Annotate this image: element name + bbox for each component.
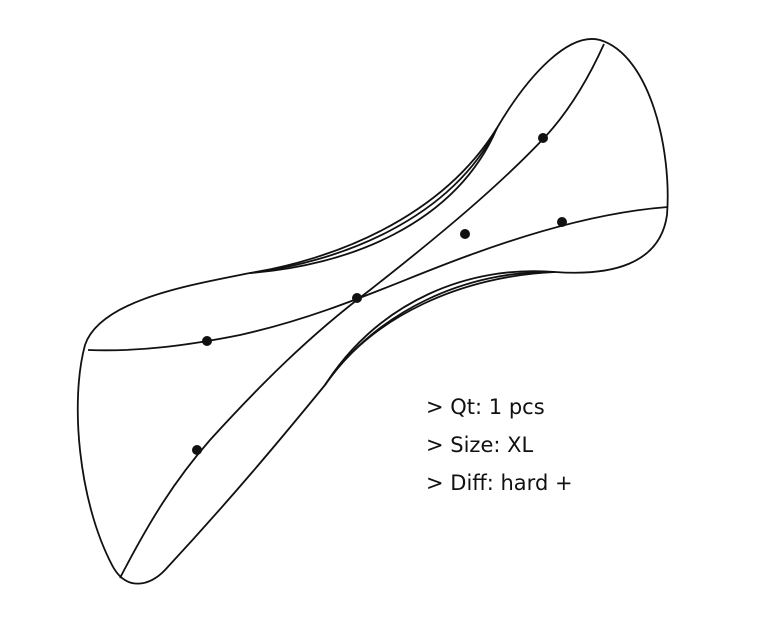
upper-seam-line (249, 127, 498, 274)
point (192, 445, 202, 455)
horizontal-line (87, 206, 669, 352)
spec-difficulty: > Diff: hard + (426, 471, 573, 495)
point (202, 336, 212, 346)
spec-list: > Qt: 1 pcs > Size: XL > Diff: hard + (426, 388, 573, 502)
point (352, 293, 362, 303)
diagonal-line (119, 43, 605, 579)
lower-seam-line (324, 271, 556, 386)
spec-size: > Size: XL (426, 433, 534, 457)
point (538, 133, 548, 143)
spec-quantity: > Qt: 1 pcs (426, 395, 545, 419)
outline (76, 38, 669, 585)
upper-seam-line (249, 127, 498, 274)
point (557, 217, 567, 227)
point (460, 229, 470, 239)
